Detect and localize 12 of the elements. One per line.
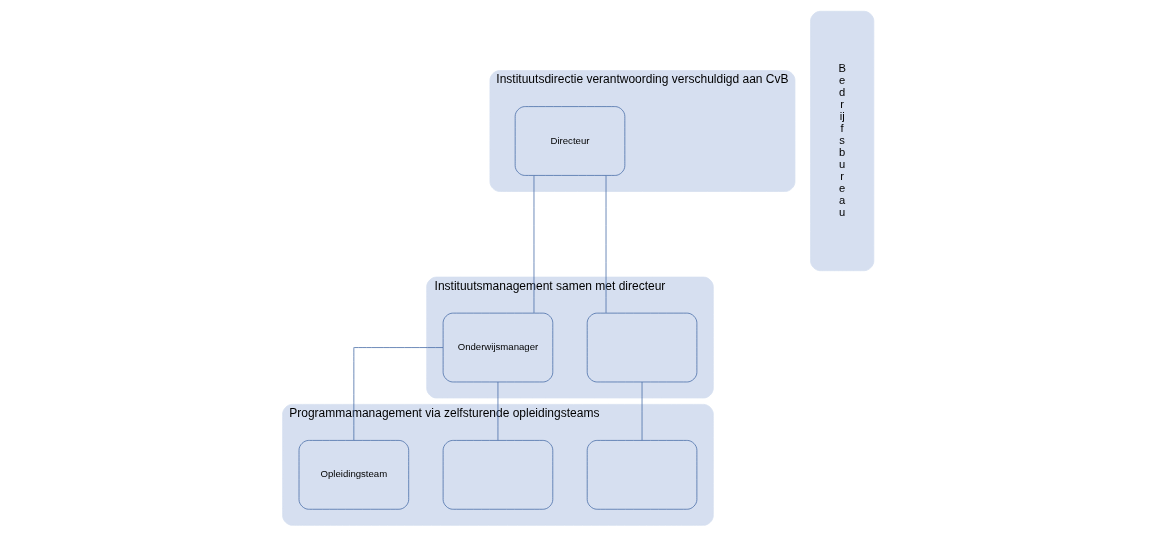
connector <box>533 175 535 314</box>
connector <box>641 381 643 441</box>
node-box <box>442 440 554 510</box>
node-box: Opleidingsteam <box>298 440 410 510</box>
node-box: Directeur <box>514 106 626 176</box>
connector <box>497 381 499 441</box>
node-box <box>586 312 698 383</box>
node-box <box>586 440 698 510</box>
connector <box>605 175 607 314</box>
node-box: Onderwijsmanager <box>442 312 554 383</box>
connector <box>353 347 444 441</box>
node-box: B e d r ij f s b u r e a u <box>810 10 875 272</box>
